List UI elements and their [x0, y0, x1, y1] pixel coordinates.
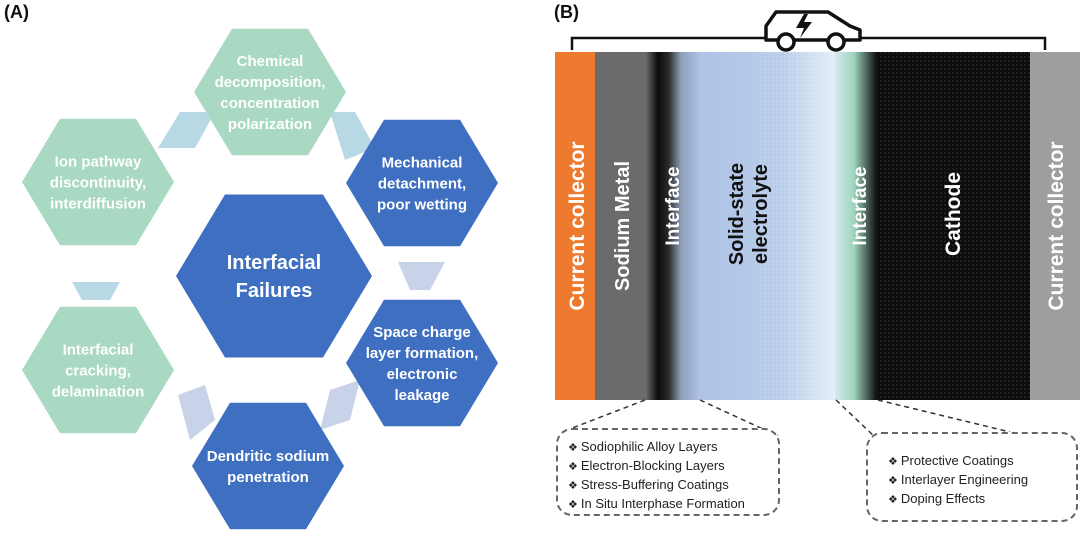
strategy-item: ❖Sodiophilic Alloy Layers: [568, 438, 768, 457]
label-cathode: Cathode: [942, 172, 965, 256]
layer-interface-left: [658, 52, 700, 400]
cathode-strategies-box: ❖Protective Coatings❖Interlayer Engineer…: [866, 432, 1078, 522]
failure-hexagon-4: Dendritic sodium penetration: [192, 402, 344, 530]
diamond-bullet-icon: ❖: [888, 494, 898, 506]
failure-hexagon-5-text-line: Interfacial: [63, 341, 134, 358]
hex-connectors: [72, 112, 445, 440]
callout-line-anode-left: [561, 399, 646, 433]
failure-hexagon-3-text-line: electronic: [387, 366, 458, 383]
strategy-text: Stress-Buffering Coatings: [580, 477, 729, 492]
failure-hexagon-6-text-line: Ion pathway: [55, 153, 142, 170]
strategy-item: ❖Electron-Blocking Layers: [568, 457, 768, 476]
failure-hexagon-3-text-line: layer formation,: [366, 345, 479, 362]
failure-hexagon-4-text-line: Dendritic sodium: [207, 448, 330, 465]
strategy-text: Interlayer Engineering: [900, 472, 1029, 487]
center-hexagon-interfacial-failures-shape: [176, 194, 372, 358]
strategy-item: ❖Interlayer Engineering: [888, 471, 1066, 490]
connector-3: [398, 262, 445, 290]
callout-line-cathode-left: [835, 399, 877, 439]
failure-hexagon-1-text-line: decomposition,: [215, 74, 326, 91]
failure-hexagon-2-text-line: Mechanical: [382, 154, 463, 171]
layer-electrolyte-texture: [760, 52, 835, 400]
label-current-collector-left: Current collector: [566, 141, 589, 310]
failure-hexagon-3-text-line: Space charge: [373, 324, 471, 341]
connector-4: [320, 380, 360, 430]
label-electrolyte-line-1: Solid-state: [726, 163, 748, 265]
connector-2: [330, 112, 375, 160]
diamond-bullet-icon: ❖: [568, 461, 578, 473]
failure-hexagon-4-shape: [192, 402, 344, 530]
cathode-strategies-list: ❖Protective Coatings❖Interlayer Engineer…: [888, 452, 1066, 509]
electric-car-icon: [764, 10, 862, 52]
panel-a-label: (A): [4, 2, 29, 22]
failure-hexagon-5-text-line: delamination: [52, 383, 145, 400]
strategy-item: ❖In Situ Interphase Formation: [568, 495, 768, 514]
diamond-bullet-icon: ❖: [568, 480, 578, 492]
strategy-text: Protective Coatings: [900, 453, 1014, 468]
connector-5: [178, 385, 215, 440]
failure-hexagon-6-text-line: discontinuity,: [50, 174, 146, 191]
failure-hexagon-1-text-line: Chemical: [237, 53, 304, 70]
hexagon-layer: Chemical decomposition, concentration polar…: [22, 28, 498, 530]
battery-stack: [555, 52, 1080, 400]
failure-hexagon-2-text-line: poor wetting: [377, 196, 467, 213]
failure-hexagon-1-shape: [194, 28, 346, 156]
layer-current-collector-left: [555, 52, 595, 400]
strategy-text: Doping Effects: [900, 491, 986, 506]
failure-hexagon-3-text-line: leakage: [394, 387, 449, 404]
label-electrolyte-line-2: electrolyte: [750, 164, 772, 264]
failure-hexagon-1: Chemical decomposition, concentration polar…: [194, 28, 346, 156]
anode-strategies-box: ❖Sodiophilic Alloy Layers❖Electron-Block…: [556, 428, 780, 516]
failure-hexagon-6-shape: [22, 118, 174, 246]
label-interface-right: Interface: [850, 166, 871, 245]
strategy-text: Electron-Blocking Layers: [580, 458, 725, 473]
failure-hexagon-3-shape: [346, 299, 498, 427]
diamond-bullet-icon: ❖: [888, 475, 898, 487]
center-hexagon-interfacial-failures-text-line: Failures: [236, 280, 313, 302]
strategy-item: ❖Stress-Buffering Coatings: [568, 476, 768, 495]
layer-sodium-metal: [595, 52, 648, 400]
failure-hexagon-6: Ion pathway discontinuity, interdiffusion: [22, 118, 174, 246]
center-hexagon-interfacial-failures-text-line: Interfacial: [227, 252, 321, 274]
failure-hexagon-5-text-line: cracking,: [65, 362, 131, 379]
failure-hexagon-2-shape: [346, 119, 498, 247]
failure-hexagon-5-shape: [22, 306, 174, 434]
strategy-text: Sodiophilic Alloy Layers: [580, 439, 718, 454]
diamond-bullet-icon: ❖: [568, 499, 578, 511]
connector-6: [72, 282, 120, 300]
diamond-bullet-icon: ❖: [568, 442, 578, 454]
strategy-item: ❖Protective Coatings: [888, 452, 1066, 471]
strategy-item: ❖Doping Effects: [888, 490, 1066, 509]
failure-hexagon-2: Mechanical detachment, poor wetting: [346, 119, 498, 247]
failure-hexagon-3: Space charge layer formation, electronic le…: [346, 299, 498, 427]
connector-1: [158, 112, 215, 148]
label-sodium-metal: Sodium Metal: [612, 161, 634, 291]
layer-interface-right: [835, 52, 877, 400]
layer-current-collector-right: [1030, 52, 1080, 400]
callout-line-cathode-right: [877, 399, 1011, 433]
strategy-text: In Situ Interphase Formation: [580, 496, 745, 511]
layer-interface-left-edge: [646, 52, 658, 400]
anode-strategies-list: ❖Sodiophilic Alloy Layers❖Electron-Block…: [568, 438, 768, 514]
failure-hexagon-6-text-line: interdiffusion: [50, 195, 146, 212]
failure-hexagon-1-text-line: polarization: [228, 116, 312, 133]
failure-hexagon-5: Interfacial cracking, delamination: [22, 306, 174, 434]
failure-hexagon-4-text-line: penetration: [227, 469, 309, 486]
failure-hexagon-1-text-line: concentration: [220, 95, 319, 112]
layer-cathode-texture: [877, 52, 1030, 400]
failure-hexagon-2-text-line: detachment,: [378, 175, 466, 192]
diamond-bullet-icon: ❖: [888, 456, 898, 468]
panel-b-label: (B): [554, 2, 579, 22]
label-current-collector-right: Current collector: [1045, 141, 1068, 310]
label-interface-left: Interface: [663, 166, 684, 245]
